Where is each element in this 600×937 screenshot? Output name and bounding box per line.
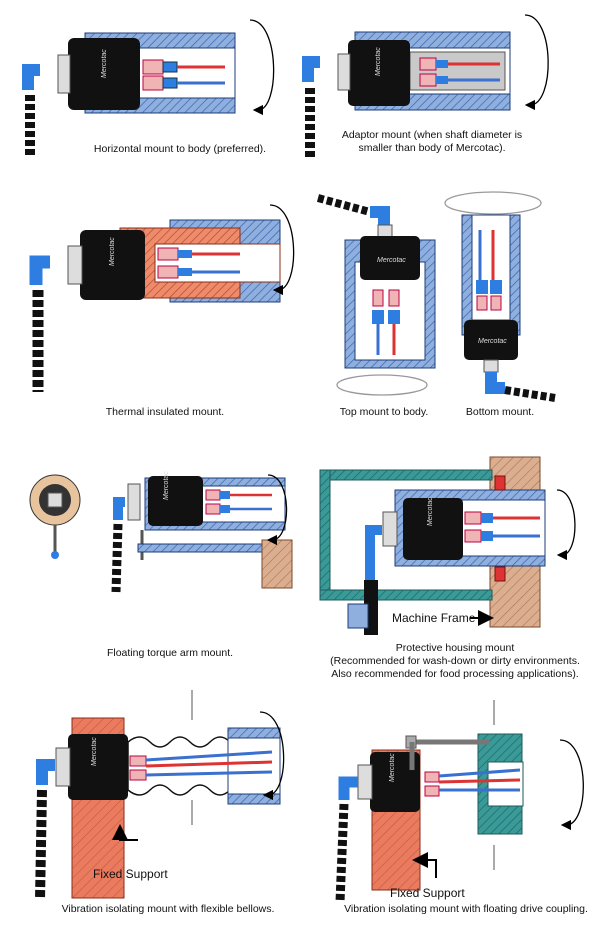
caption-p5-line1: Bottom mount. [466,406,534,418]
label-fixed-support-left: Fixed Support [93,867,168,881]
caption-p9-line1: Vibration isolating mount with floating … [344,903,588,915]
panel-horizontal-mount: Mercotac Horizontal mount to body (prefe… [22,19,275,158]
panel-bottom-mount: Mercotac Bottom mount. [444,191,556,418]
connector-elbow [365,525,382,580]
label-machine-frame: Machine Frame [392,611,476,625]
panel-floating-drive-coupling: Mercotac Fixed Support Vibration isolati… [335,700,588,915]
brand-label: Mercotac [427,497,434,526]
caption-p8-line1: Vibration isolating mount with flexible … [62,903,275,915]
panel-flexible-bellows: Mercotac Fixed Support Vibration isolati… [35,690,285,915]
rotation-arrow-icon [266,474,288,546]
mercotac-body [148,476,203,526]
connector-elbow [36,759,55,785]
connector-elbow [338,776,358,800]
brand-label: Mercotac [101,49,108,78]
panel-protective-housing: Mercotac Machine Frame Protective housin… [319,456,580,680]
fixed-support-arrow-icon [412,852,437,878]
rotation-arrow-icon [269,204,295,296]
rotation-arrow-icon [556,489,576,561]
panel-floating-torque-arm: Mercotac Floating torque arm mount. [29,471,293,659]
panel-top-mount: Mercotac Top mount to body. [316,194,436,418]
brand-label: Mercotac [91,737,98,766]
cable [504,386,556,402]
connector-elbow [485,372,505,394]
caption-p6-line1: Floating torque arm mount. [107,647,233,659]
caption-p4-line1: Top mount to body. [340,406,429,418]
rotation-arrow-icon [336,374,428,396]
rotation-arrow-icon [524,14,549,111]
connector-elbow [113,497,125,520]
mercotac-body [68,734,128,800]
brand-label: Mercotac [389,753,396,782]
caption-p7-line1: Protective housing mount [396,642,515,654]
mercotac-body [403,498,463,560]
panel-thermal-insulated-mount: Mercotac Thermal insulated mount. [29,204,295,418]
mercotac-body [68,38,140,110]
brand-label: Mercotac [375,47,382,76]
caption-p1-line1: Horizontal mount to body (preferred). [94,143,266,155]
connector-elbow [370,206,390,225]
fixed-support-arrow-icon [112,824,138,841]
cable [111,523,123,593]
connector-elbow [29,255,50,285]
torque-arm [137,543,279,553]
label-fixed-support-right: Fixed Support [390,886,465,900]
rotation-arrow-icon [249,19,275,116]
mercotac-body [360,236,420,280]
panel-adaptor-mount: Mercotac Adaptor mount (when shaft diame… [302,14,549,158]
cable [316,194,372,216]
connector-elbow [302,56,320,82]
mercotac-body [348,40,410,106]
brand-label: Mercotac [163,471,170,500]
connector-elbow [22,64,40,90]
mercotac-body [464,320,518,360]
caption-p3-line1: Thermal insulated mount. [106,406,224,418]
cable [335,803,349,903]
wood-anchor [261,539,293,589]
cable [35,789,47,901]
rotation-arrow-icon [559,739,584,831]
caption-p7-line3: Also recommended for food processing app… [331,668,578,680]
caption-p2-line1: Adaptor mount (when shaft diameter is [342,129,522,141]
mercotac-body [80,230,145,300]
brand-label: Mercotac [109,237,116,266]
rotation-arrow-icon [444,191,542,215]
brand-label: Mercotac [478,338,507,345]
brand-label: Mercotac [377,257,406,264]
protective-housing [319,469,493,481]
caption-p2-line2: smaller than body of Mercotac). [358,142,505,154]
caption-p7-line2: (Recommended for wash-down or dirty envi… [330,655,580,667]
mercotac-body [370,752,420,812]
rotation-arrow-icon [259,711,285,801]
